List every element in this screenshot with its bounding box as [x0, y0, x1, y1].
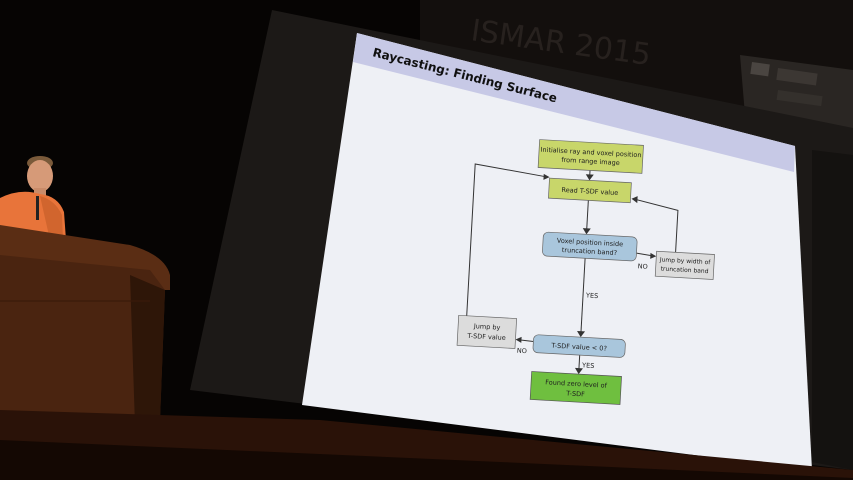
- screen-right-dark-edge: [812, 150, 853, 470]
- node-read: Read T-SDF value: [548, 178, 631, 203]
- podium: [0, 225, 170, 430]
- node-found: Found zero level of T-SDF: [530, 371, 621, 404]
- node-jump-tsdf-line-1: Jump by: [473, 322, 501, 332]
- edge-label-no-inside: NO: [638, 262, 648, 271]
- banner-logo-1: [750, 62, 769, 76]
- edge-label-yes-inside: YES: [585, 291, 599, 300]
- node-found-line-2: T-SDF: [565, 389, 585, 398]
- node-jump-tsdf-box: [457, 315, 517, 348]
- podium-shade: [130, 275, 165, 425]
- speaker-head: [27, 160, 53, 192]
- node-jump-width: Jump by width of truncation band: [655, 251, 714, 279]
- edge-label-yes-less: YES: [581, 361, 595, 370]
- node-inside: Voxel position inside truncation band?: [542, 232, 637, 261]
- node-found-box: [530, 371, 621, 404]
- node-jump-tsdf: Jump by T-SDF value: [457, 315, 517, 348]
- edge-label-no-less: NO: [517, 347, 527, 356]
- microphone: [36, 196, 39, 220]
- node-init: Initialise ray and voxel position from r…: [538, 140, 643, 174]
- podium-panel-line: [0, 300, 150, 302]
